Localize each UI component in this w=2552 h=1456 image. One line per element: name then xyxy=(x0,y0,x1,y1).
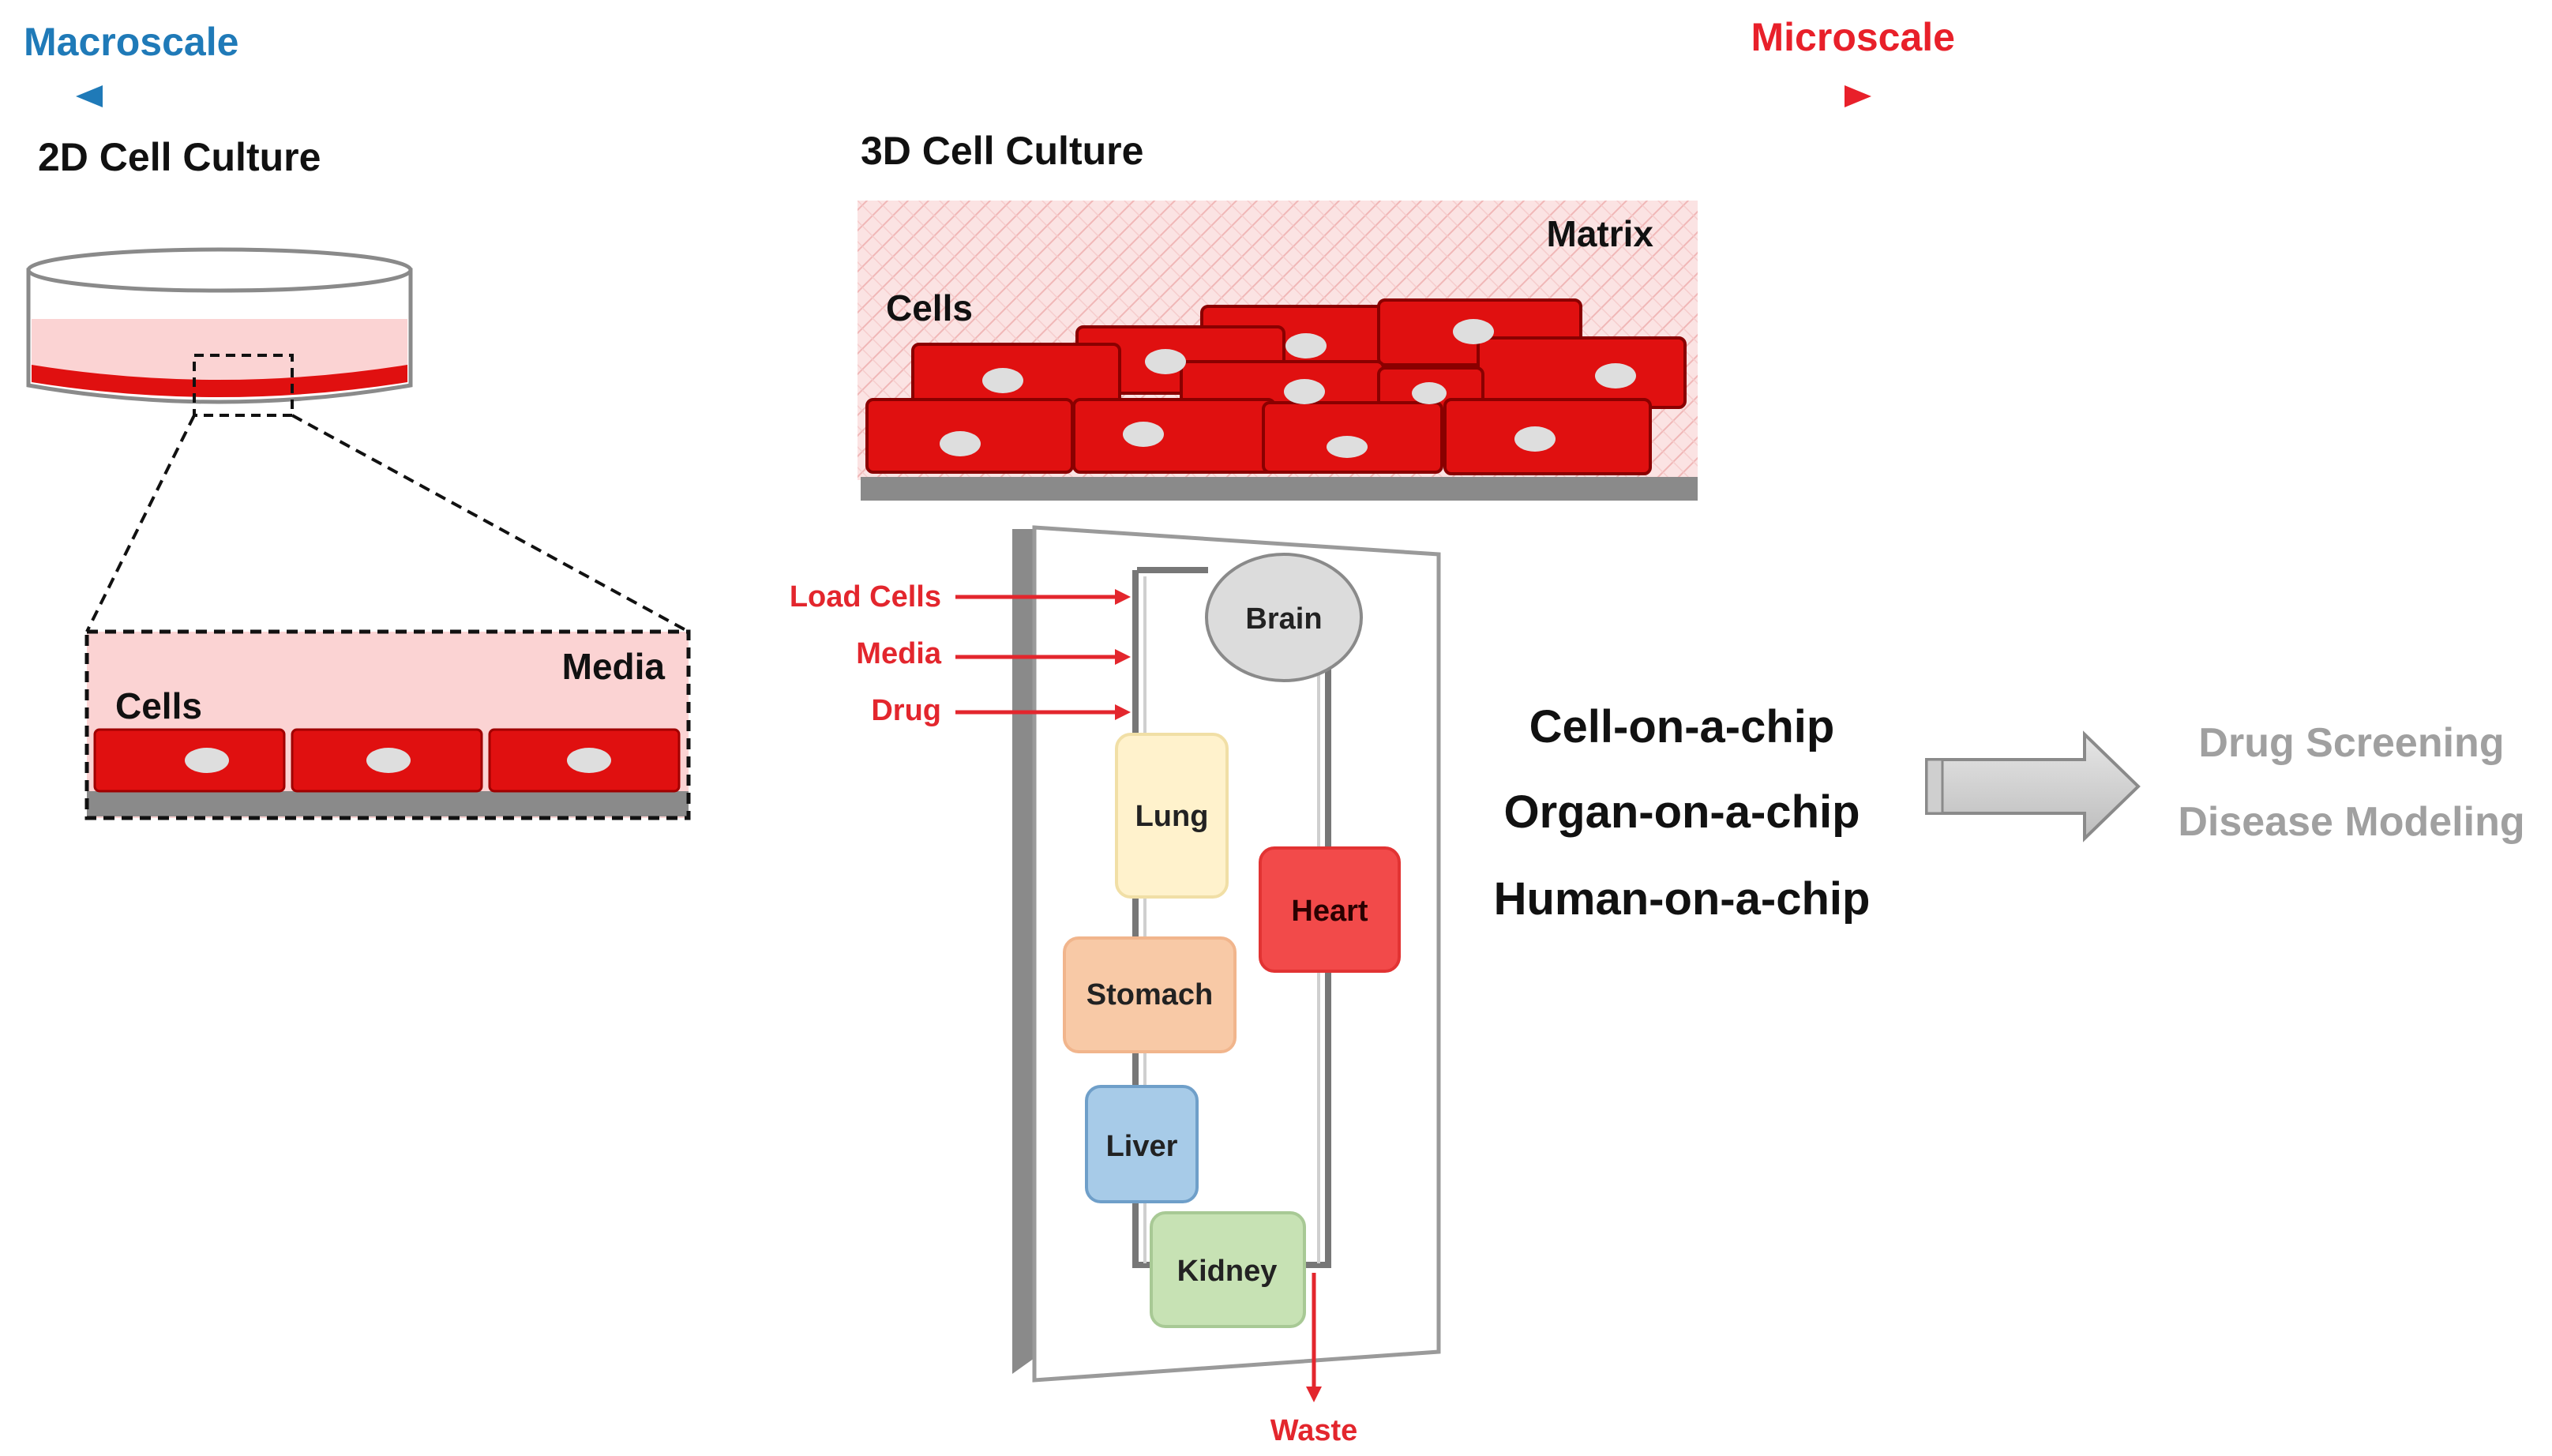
nucleus-3d-6 xyxy=(982,368,1023,393)
matrix-label: Matrix xyxy=(1547,213,1654,254)
scale-arrowhead-right xyxy=(1845,85,1871,107)
organ-heart xyxy=(1259,846,1401,973)
nucleus-3d-2 xyxy=(1453,319,1494,344)
zoom-line-left xyxy=(85,415,196,632)
organ-liver xyxy=(1085,1085,1199,1203)
chip-type-cell: Cell-on-a-chip xyxy=(1529,701,1835,752)
cell-3d-back-4 xyxy=(1477,336,1687,409)
application-arrow xyxy=(1925,730,2141,842)
application-disease-modeling: Disease Modeling xyxy=(2178,799,2524,845)
zoomed-2d-view: Media Cells xyxy=(84,629,691,820)
nucleus-3d-10 xyxy=(1327,436,1368,458)
scale-bar: Macroscale Microscale xyxy=(24,15,1955,107)
organ-kidney xyxy=(1150,1211,1306,1328)
input-drug-label: Drug xyxy=(871,694,941,727)
organ-chip: Load Cells Media Drug Brain Lung Heart S… xyxy=(790,525,1441,1447)
organ-brain xyxy=(1205,553,1363,682)
waste-label: Waste xyxy=(1270,1414,1358,1447)
nucleus-3d-8 xyxy=(940,431,981,456)
nucleus-3d-3 xyxy=(1145,349,1186,374)
nucleus-2d-1 xyxy=(185,748,229,773)
cells-label-2d: Cells xyxy=(115,685,202,726)
zoom-region-box xyxy=(193,354,294,417)
organ-liver-label: Liver xyxy=(1106,1130,1178,1163)
nucleus-3d-1 xyxy=(1285,333,1327,358)
macroscale-label: Macroscale xyxy=(24,20,238,64)
organ-stomach xyxy=(1063,936,1237,1053)
nucleus-3d-4 xyxy=(1595,363,1636,388)
scale-arrowhead-left xyxy=(76,85,103,107)
chip-type-human: Human-on-a-chip xyxy=(1494,873,1871,925)
nucleus-2d-2 xyxy=(366,748,411,773)
zoom-line-right xyxy=(291,414,689,633)
culture-2d-title: 2D Cell Culture xyxy=(38,135,321,179)
nucleus-3d-9 xyxy=(1123,422,1164,447)
chip-types-list: Cell-on-a-chip Organ-on-a-chip Human-on-… xyxy=(1494,701,1871,925)
organ-brain-label: Brain xyxy=(1245,602,1322,636)
organ-stomach-label: Stomach xyxy=(1086,978,1213,1011)
organ-heart-label: Heart xyxy=(1291,895,1368,928)
nucleus-3d-11 xyxy=(1514,426,1556,452)
chip-type-organ: Organ-on-a-chip xyxy=(1503,786,1860,838)
organ-kidney-label: Kidney xyxy=(1177,1255,1278,1288)
substrate-3d xyxy=(861,477,1698,501)
petri-dish xyxy=(26,247,413,417)
culture-3d-title: 3D Cell Culture xyxy=(861,129,1143,173)
input-media-label: Media xyxy=(856,637,942,670)
media-label-2d: Media xyxy=(562,646,666,687)
nucleus-3d-7 xyxy=(1412,382,1447,404)
cell-3d-front-2 xyxy=(1072,398,1276,474)
input-load-cells-label: Load Cells xyxy=(790,580,941,614)
cells-label-3d: Cells xyxy=(886,287,973,328)
organ-lung-label: Lung xyxy=(1135,800,1209,833)
substrate-2d xyxy=(87,791,689,816)
culture-3d-panel: 3D Cell Culture Matrix Cells xyxy=(858,129,1698,501)
application-drug-screening: Drug Screening xyxy=(2198,720,2504,766)
culture-2d-panel: 2D Cell Culture Media Cells xyxy=(26,135,691,820)
chip-side xyxy=(1012,529,1034,1374)
microscale-label: Microscale xyxy=(1751,15,1955,59)
nucleus-2d-3 xyxy=(567,748,611,773)
applications-list: Drug Screening Disease Modeling xyxy=(2178,720,2524,845)
organ-lung xyxy=(1115,733,1229,899)
nucleus-3d-5 xyxy=(1284,379,1325,404)
